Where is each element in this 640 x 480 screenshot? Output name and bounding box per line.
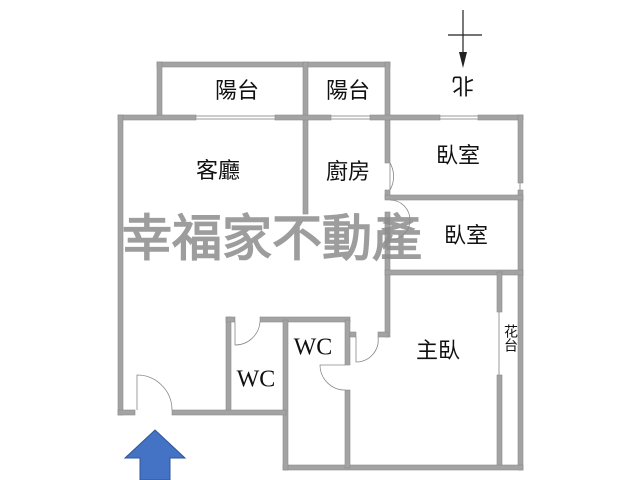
north-compass-icon: 北 [448,10,482,97]
label-bedroom-1: 臥室 [436,144,480,169]
entrance-arrow-icon [123,429,187,480]
label-balcony-right: 陽台 [326,79,370,104]
walls [117,61,524,471]
label-kitchen: 廚房 [326,160,370,185]
watermark: 幸福家不動產 [122,210,422,268]
label-master-bedroom: 主臥 [416,339,460,364]
label-balcony-left: 陽台 [215,79,259,104]
label-wc-2: WC [294,335,333,361]
windows [196,115,521,375]
label-planter: 花台 [502,324,518,352]
label-wc-1: WC [237,367,276,393]
doors [136,162,411,411]
label-living-room: 客廳 [196,159,240,184]
north-label: 北 [452,72,474,97]
label-bedroom-2: 臥室 [444,224,488,249]
